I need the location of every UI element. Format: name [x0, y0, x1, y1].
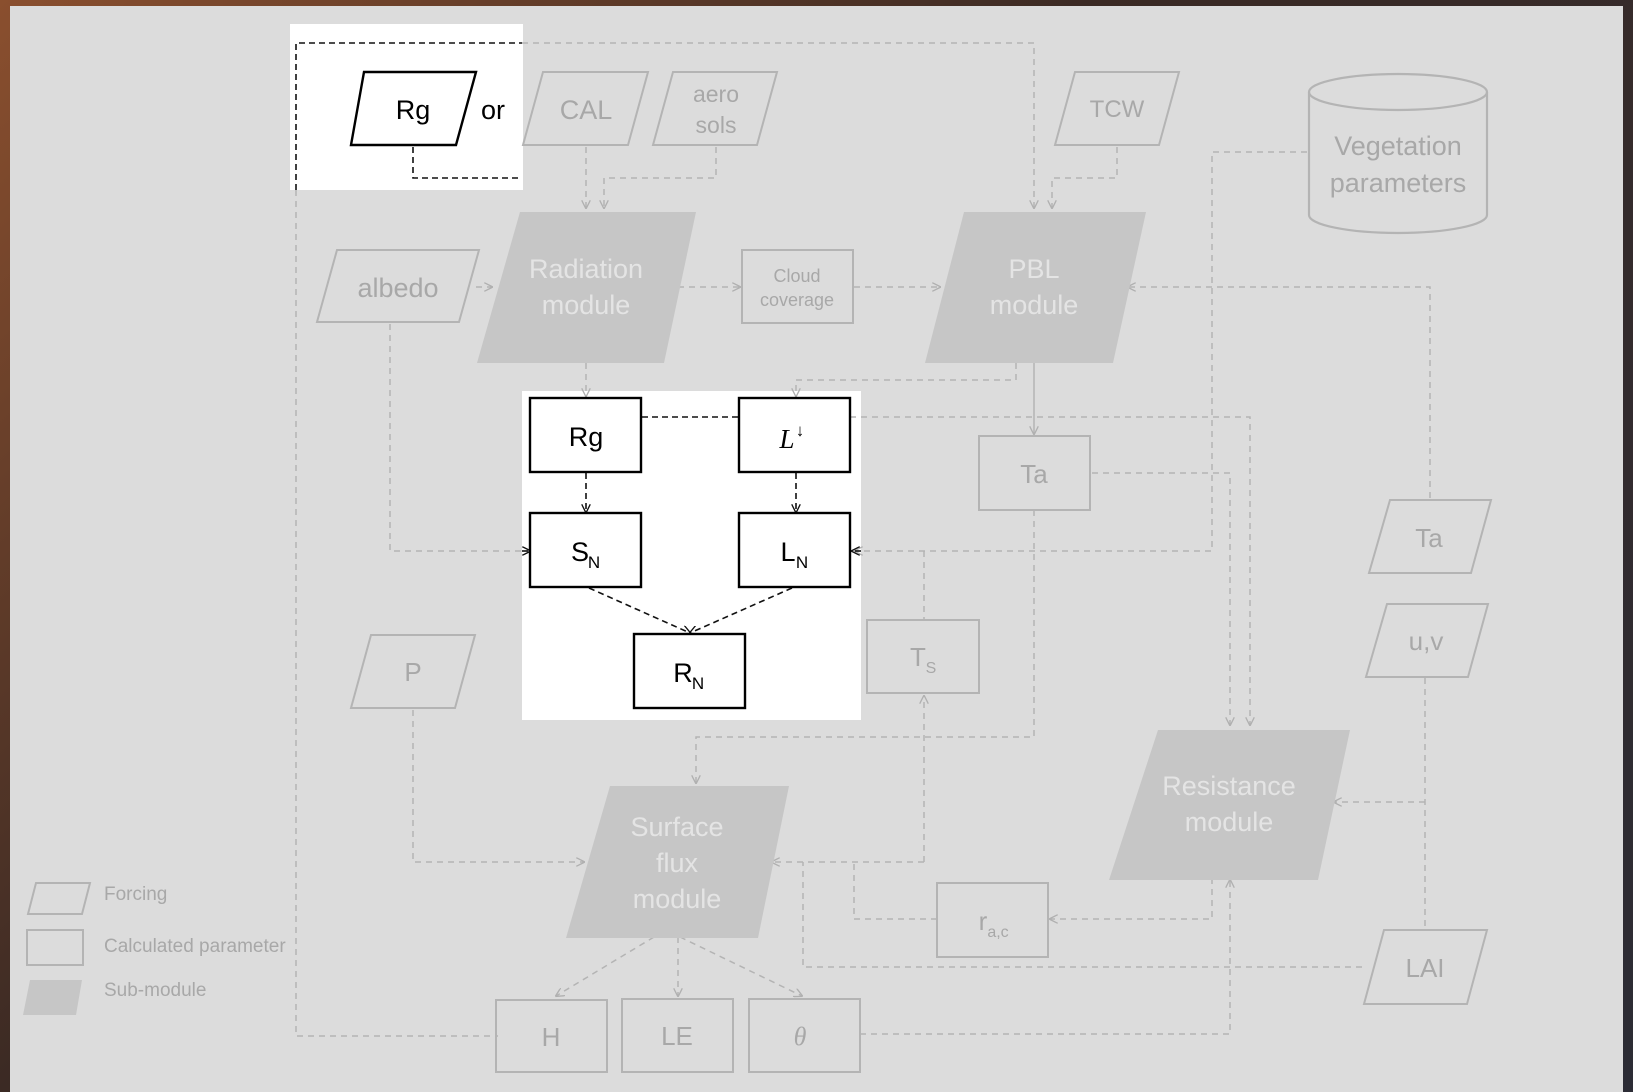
aerosols-label-2: sols: [696, 112, 737, 138]
rn-label: R: [673, 658, 693, 688]
tcw-label: TCW: [1090, 96, 1145, 123]
surface-label-1: Surface: [630, 812, 723, 842]
rg-calc-shape: [528, 396, 643, 474]
pbl-shape: [925, 212, 1146, 363]
l-down-label: L: [778, 424, 794, 454]
legend-calculated-shape: [26, 929, 84, 966]
rg-forcing-shape: [349, 70, 478, 147]
lai-shape: [1362, 929, 1489, 1005]
surface-label-3: module: [633, 884, 722, 914]
faded-calculated-shapes: [26, 249, 1091, 1073]
rg-calc-label: Rg: [569, 422, 604, 452]
rac-label: r: [979, 906, 988, 936]
vegetation-label-1: Vegetation: [1334, 131, 1462, 161]
le-label: LE: [661, 1021, 693, 1051]
rac-subscript: a,c: [987, 924, 1008, 941]
surface-shape: [566, 786, 789, 938]
vegetation-cylinder: [1307, 72, 1489, 235]
faded-connectors: [295, 42, 1431, 1037]
ts-shape: [866, 619, 980, 694]
uv-shape: [1364, 603, 1490, 678]
radiation-shape: [477, 212, 696, 363]
ln-subscript: N: [796, 553, 808, 572]
theta-shape: [748, 998, 861, 1073]
l-down-shape: [737, 396, 852, 474]
p-shape: [349, 634, 477, 709]
ta-forcing-shape: [1367, 499, 1493, 574]
submodule-shapes: [23, 212, 1350, 1015]
sn-label: S: [571, 537, 589, 567]
surface-label-2: flux: [656, 848, 699, 878]
h-shape: [495, 999, 608, 1073]
highlight-connectors: [295, 42, 861, 633]
cloud-label-1: Cloud: [773, 266, 820, 286]
cal-shape: [521, 71, 650, 146]
ln-label: L: [780, 537, 795, 567]
sn-shape: [528, 511, 643, 589]
rac-shape: [936, 882, 1049, 958]
rg-forcing-label: Rg: [396, 95, 431, 125]
ts-label: T: [910, 642, 926, 672]
h-label: H: [542, 1022, 561, 1052]
vegetation-label-2: parameters: [1330, 168, 1467, 198]
legend-calculated-label: Calculated parameter: [104, 936, 286, 957]
aerosols-shape: [651, 71, 779, 146]
radiation-label-2: module: [542, 290, 631, 320]
rn-shape: [632, 632, 747, 710]
legend-forcing-shape: [26, 882, 92, 915]
faded-forcing-shapes: [26, 71, 1493, 1005]
l-down-arrow-label: ↓: [796, 421, 805, 440]
uv-label: u,v: [1409, 626, 1444, 656]
cloud-shape: [741, 249, 854, 324]
theta-label: θ: [794, 1022, 807, 1051]
le-shape: [621, 998, 734, 1073]
resistance-label-2: module: [1185, 807, 1274, 837]
aerosols-label-1: aero: [693, 81, 739, 107]
sn-subscript: N: [588, 553, 600, 572]
rn-subscript: N: [692, 674, 704, 693]
cloud-label-2: coverage: [760, 290, 834, 310]
ta-calc-label: Ta: [1020, 459, 1048, 489]
radiation-label-1: Radiation: [529, 254, 643, 284]
cal-label: CAL: [560, 95, 613, 125]
highlight-shapes: [349, 70, 852, 710]
p-label: P: [404, 657, 421, 687]
pbl-label-2: module: [990, 290, 1079, 320]
resistance-label-1: Resistance: [1162, 771, 1296, 801]
legend-submodule-label: Sub-module: [104, 980, 206, 1001]
ta-calc-shape: [978, 435, 1091, 511]
ta-forcing-label: Ta: [1415, 523, 1443, 553]
tcw-shape: [1053, 71, 1181, 146]
legend-submodule-shape: [23, 980, 82, 1015]
albedo-label: albedo: [357, 273, 438, 303]
or-label: or: [481, 95, 505, 125]
legend-forcing-label: Forcing: [104, 884, 167, 905]
ln-shape: [737, 511, 852, 589]
ts-subscript: S: [926, 660, 937, 677]
lai-label: LAI: [1405, 953, 1444, 983]
albedo-shape: [315, 249, 481, 323]
resistance-shape: [1109, 730, 1350, 880]
pbl-label-1: PBL: [1008, 254, 1059, 284]
